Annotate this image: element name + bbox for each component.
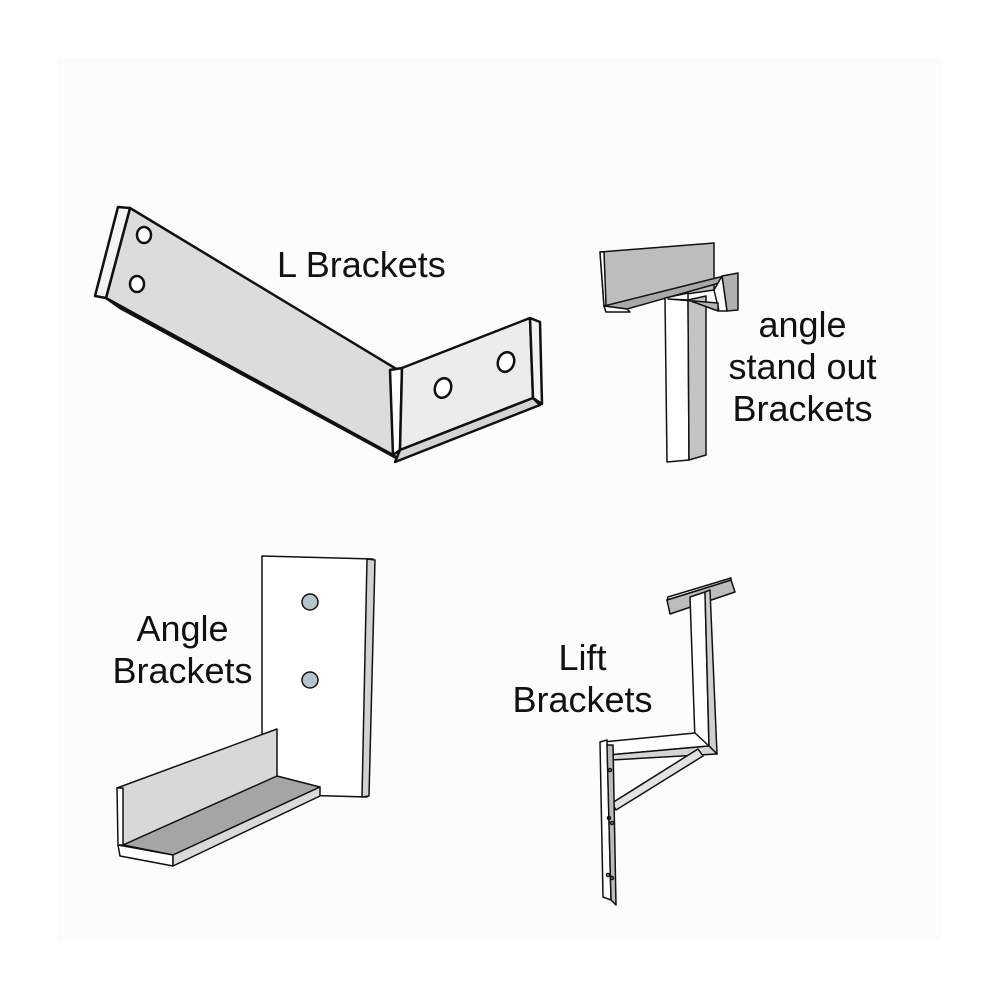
angle-brackets-label: Angle Brackets <box>112 608 253 691</box>
angle-stand-out-brackets-label: angle stand out Brackets <box>728 304 877 429</box>
lift-bracket-illustration <box>599 577 736 906</box>
lift-brackets-label: Lift Brackets <box>512 637 653 720</box>
l-brackets-label: L Brackets <box>277 244 446 285</box>
angle-stand-out-bracket-illustration <box>599 242 739 463</box>
l-bracket-illustration <box>93 205 544 464</box>
angle-bracket-illustration <box>116 555 376 867</box>
